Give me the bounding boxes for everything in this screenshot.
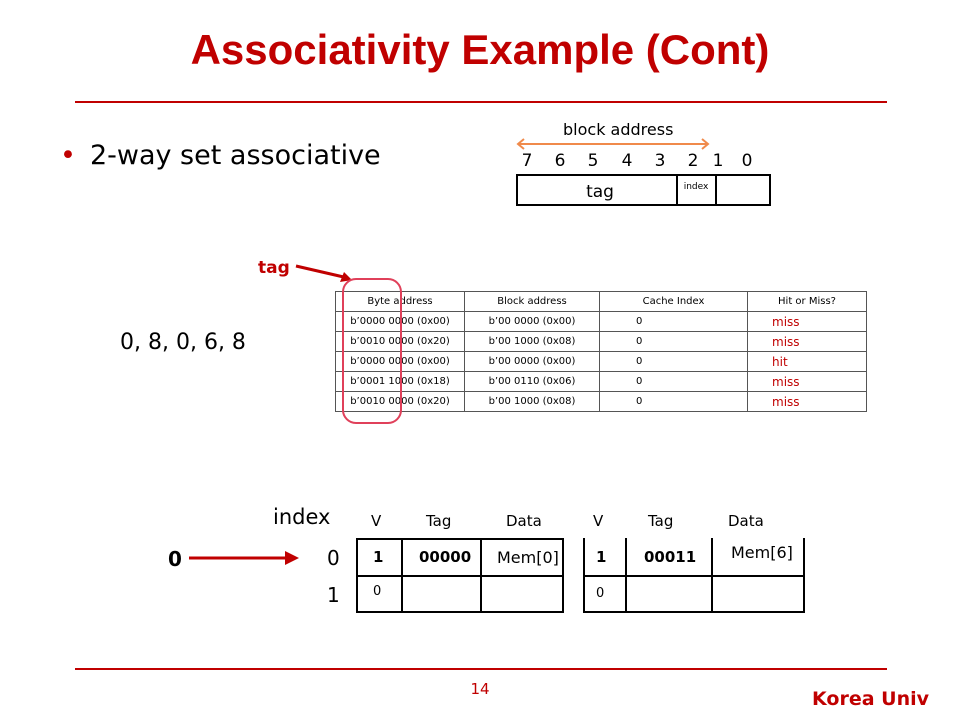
cache-index-cell: 0 [599,331,748,352]
table-row: b’0001 1000 (0x18) b’00 0110 (0x06) 0 mi… [335,371,867,392]
bit-number: 2 [687,151,699,171]
table-row: b’0010 0000 (0x20) b’00 1000 (0x08) 0 mi… [335,391,867,412]
bullet-dot-icon: • [60,140,76,171]
page-number: 14 [470,680,490,698]
column-header: Hit or Miss? [747,291,867,312]
index-field-label: index [683,182,709,192]
address-fields-box [516,174,771,206]
bit-number: 1 [712,151,724,171]
access-sequence: 0, 8, 0, 6, 8 [120,330,246,355]
cache-index-cell: 0 [599,311,748,332]
block-address-cell: b’00 1000 (0x08) [464,331,600,352]
way0-row1-valid-bit: 0 [373,584,382,599]
cache-index-header: index [273,505,331,529]
table-row: b’0000 0000 (0x00) b’00 0000 (0x00) 0 mi… [335,311,867,332]
bit-number: 7 [521,151,533,171]
way0-valid-header: V [371,512,382,530]
way0-tag-header: Tag [426,512,452,530]
column-header: Block address [464,291,600,312]
way1-valid-header: V [593,512,604,530]
hit-miss-cell: hit [747,351,867,372]
way0-tag-value: 00000 [419,548,472,566]
block-address-cell: b’00 0110 (0x06) [464,371,600,392]
way1-data-header: Data [728,512,764,530]
block-address-cell: b’00 0000 (0x00) [464,311,600,332]
bit-number: 3 [654,151,666,171]
cache-index-cell: 0 [599,371,748,392]
tag-field-label: tag [586,182,614,202]
bit-number: 5 [587,151,599,171]
way0-data-value: Mem[0] [497,548,559,567]
cache-row-index: 1 [327,583,340,607]
access-trace-table: Byte address Block address Cache Index H… [335,291,867,412]
block-address-arrow-icon [516,138,710,150]
hit-miss-cell: miss [747,311,867,332]
way1-valid-bit: 1 [596,548,607,566]
way0-valid-bit: 1 [373,548,384,566]
bit-number: 4 [621,151,633,171]
current-block-value: 0 [168,547,182,571]
table-header-row: Byte address Block address Cache Index H… [335,291,867,312]
hit-miss-cell: miss [747,391,867,412]
tag-highlight-oval [342,278,402,424]
footer-rule [75,668,887,670]
way0-data-header: Data [506,512,542,530]
cache-row-index: 0 [327,546,340,570]
slide-title: Associativity Example (Cont) [190,26,770,73]
tag-callout-label: tag [258,258,290,278]
title-rule [75,101,887,103]
block-address-label: block address [563,120,674,139]
table-row: b’0000 0000 (0x00) b’00 0000 (0x00) 0 hi… [335,351,867,372]
hit-miss-cell: miss [747,331,867,352]
bullet-item: • 2-way set associative [60,140,381,171]
bullet-text: 2-way set associative [89,140,381,171]
block-address-cell: b’00 1000 (0x08) [464,391,600,412]
cache-index-cell: 0 [599,391,748,412]
way1-data-value: Mem[6] [731,543,793,562]
table-row: b’0010 0000 (0x20) b’00 1000 (0x08) 0 mi… [335,331,867,352]
column-header: Cache Index [599,291,748,312]
hit-miss-cell: miss [747,371,867,392]
cache-index-cell: 0 [599,351,748,372]
bit-number: 0 [741,151,753,171]
way1-tag-header: Tag [648,512,674,530]
block-address-cell: b’00 0000 (0x00) [464,351,600,372]
current-access-arrow-icon [189,551,299,565]
way1-row1-valid-bit: 0 [596,586,605,601]
bit-number: 6 [554,151,566,171]
way1-tag-value: 00011 [644,548,697,566]
footer-university: Korea Univ [812,688,929,710]
